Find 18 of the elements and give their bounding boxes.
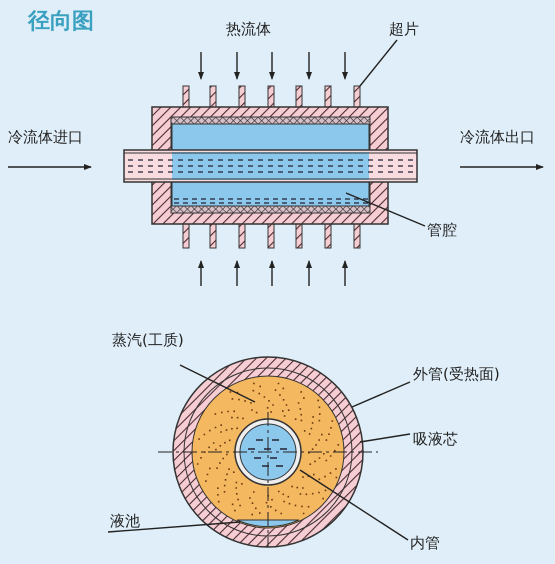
- leader-line: [346, 192, 426, 227]
- leader-line: [360, 433, 410, 443]
- label: 冷流体出口: [460, 128, 535, 146]
- leader-line: [352, 381, 410, 408]
- callout-label: 管腔: [427, 221, 457, 239]
- leader-line: [108, 521, 240, 533]
- label: 热流体: [226, 20, 271, 38]
- callout-label: 吸液芯: [413, 430, 458, 448]
- callout-label: 蒸汽(工质): [112, 331, 184, 349]
- callout-label: 外管(受热面): [413, 365, 500, 383]
- leader-line: [359, 40, 398, 86]
- callout-label: 内管: [410, 534, 440, 552]
- callout-label: 超片: [389, 20, 419, 38]
- leader-line: [300, 469, 408, 541]
- leader-line: [180, 364, 256, 403]
- label: 冷流体进口: [8, 128, 83, 146]
- callout-label: 液池: [110, 512, 140, 530]
- title: 径向图: [28, 8, 94, 36]
